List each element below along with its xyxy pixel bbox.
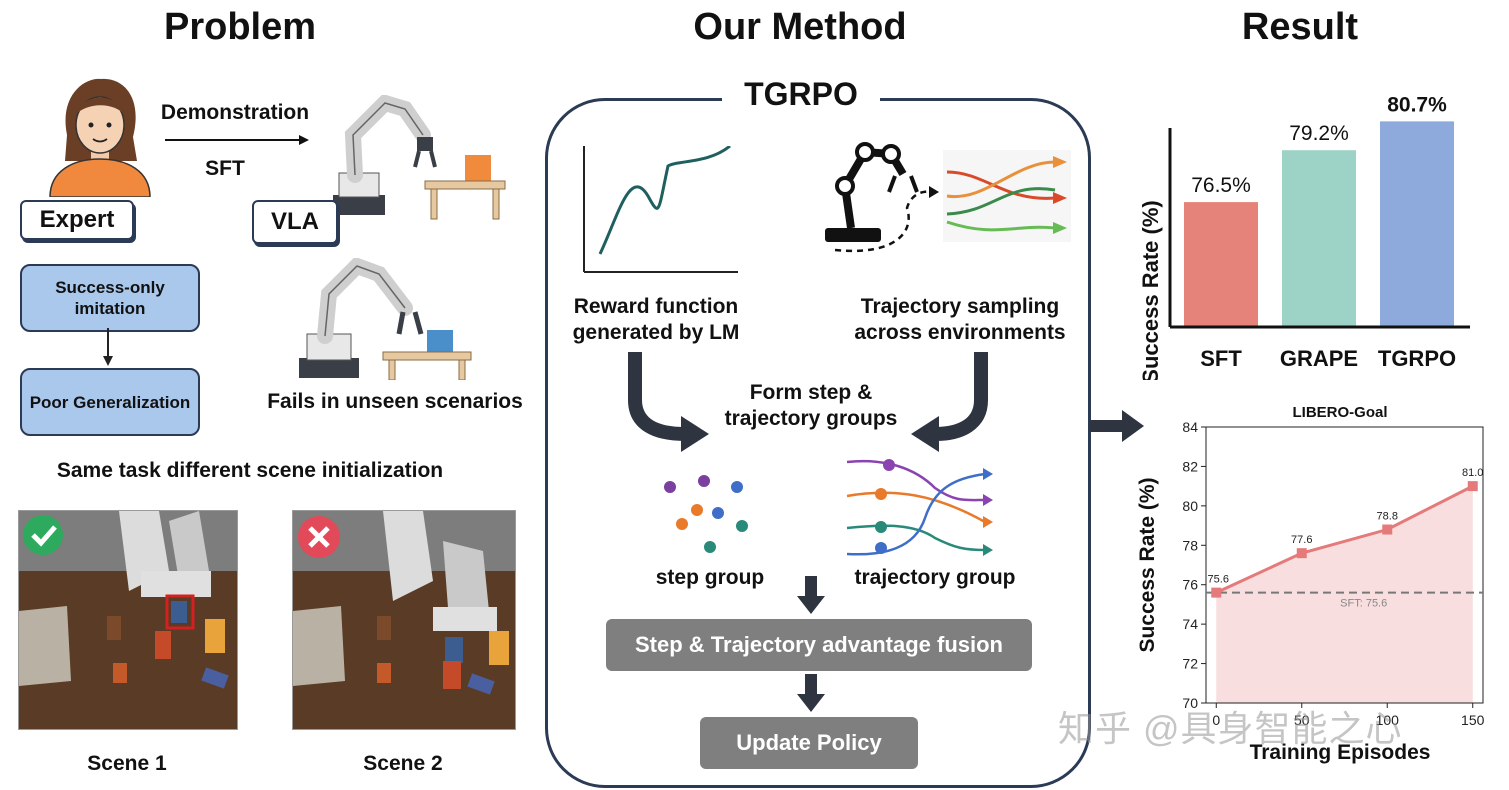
same-task-label: Same task different scene initialization (56, 459, 444, 482)
y-tick-label: 76 (1182, 577, 1198, 593)
sft-baseline-label: SFT: 75.6 (1340, 598, 1387, 610)
down-arrow-update (797, 674, 825, 712)
demonstration-label: Demonstration (160, 101, 310, 124)
scene-1-image (18, 510, 238, 730)
poor-generalization-box: Poor Generalization (20, 368, 200, 436)
traj-sampling-label: Trajectory sampling across environments (854, 295, 1066, 344)
bar-chart-ylabel: Success Rate (%) (1138, 200, 1163, 380)
robot-arm-fail-icon (299, 258, 472, 380)
x-tick-label: 50 (1294, 712, 1310, 728)
tgrpo-title: TGRPO (722, 72, 880, 116)
fusion-box: Step & Trajectory advantage fusion (606, 619, 1032, 671)
update-policy-box: Update Policy (700, 717, 918, 769)
step-group-dots (664, 475, 748, 553)
line-chart-frame (1205, 426, 1484, 704)
line-chart-title: LIBERO-Goal (1292, 404, 1387, 421)
trajectory-sampling-icon (825, 142, 1071, 253)
x-tick-label: 0 (1212, 712, 1220, 728)
robot-arm-icon (333, 95, 506, 220)
down-arrow-fusion (797, 576, 825, 614)
bar-grape (1282, 150, 1356, 327)
series-line (1215, 484, 1474, 594)
trajectory-group-lines (846, 459, 993, 556)
y-tick-label: 70 (1182, 695, 1198, 711)
left-curved-arrow (628, 352, 709, 452)
step-group-label: step group (655, 566, 765, 589)
expert-person-icon (49, 78, 151, 197)
line-chart-xlabel: Training Episodes (1250, 741, 1431, 764)
y-tick-label: 72 (1182, 656, 1198, 672)
expert-label: Expert (20, 200, 134, 240)
bar-value-label: 76.5% (1191, 174, 1251, 197)
reward-curve-icon (583, 146, 738, 273)
bar-tgrpo (1380, 121, 1454, 327)
y-tick-label: 84 (1182, 419, 1198, 435)
point-label: 75.6 (1208, 574, 1229, 586)
data-point (1467, 481, 1478, 492)
demonstration-arrow (165, 135, 309, 145)
bar-value-label: 80.7% (1387, 93, 1447, 116)
reward-fn-label: Reward function generated by LM (572, 295, 740, 344)
point-label: 81.0 (1462, 467, 1483, 479)
method-to-result-arrow (1090, 410, 1144, 442)
data-point (1211, 587, 1222, 598)
result-heading: Result (1241, 6, 1359, 48)
problem-heading: Problem (163, 6, 317, 48)
bar-sft (1184, 202, 1258, 327)
data-point (1382, 524, 1393, 535)
point-label: 77.6 (1291, 534, 1312, 546)
y-tick-label: 78 (1182, 537, 1198, 553)
bar-value-label: 79.2% (1289, 122, 1349, 145)
x-tick-label: 150 (1461, 712, 1485, 728)
method-heading: Our Method (693, 6, 907, 48)
trajectory-group-label: trajectory group (854, 566, 1016, 589)
success-only-box: Success-only imitation (20, 264, 200, 332)
scene-1-label: Scene 1 (87, 752, 167, 775)
bar-category-label: SFT (1200, 346, 1242, 371)
scene-2-label: Scene 2 (363, 752, 443, 775)
y-tick-label: 80 (1182, 498, 1198, 514)
y-tick-label: 74 (1182, 616, 1198, 632)
scene-2-image (292, 510, 516, 730)
line-chart-ylabel: Success Rate (%) (1136, 477, 1159, 652)
bar-category-label: GRAPE (1280, 346, 1358, 371)
data-point (1296, 548, 1307, 559)
y-tick-label: 82 (1182, 458, 1198, 474)
fails-unseen-label: Fails in unseen scenarios (267, 390, 523, 413)
bar-chart: Success Rate (%) 76.5% SFT 79.2% GRAPE 80.7%… (1138, 93, 1470, 380)
x-tick-label: 100 (1376, 712, 1400, 728)
right-curved-arrow (911, 352, 988, 452)
vla-label: VLA (252, 200, 338, 244)
sft-label: SFT (205, 157, 245, 180)
point-label: 78.8 (1377, 511, 1398, 523)
form-groups-label: Form step & trajectory groups (724, 381, 898, 430)
watermark: 知乎 @具身智能之心 (1058, 708, 1403, 749)
bar-category-label: TGRPO (1378, 346, 1456, 371)
line-chart: LIBERO-Goal Success Rate (%) Training Ep… (1136, 404, 1485, 764)
line-area (1216, 486, 1473, 703)
down-arrow-small (103, 328, 113, 366)
